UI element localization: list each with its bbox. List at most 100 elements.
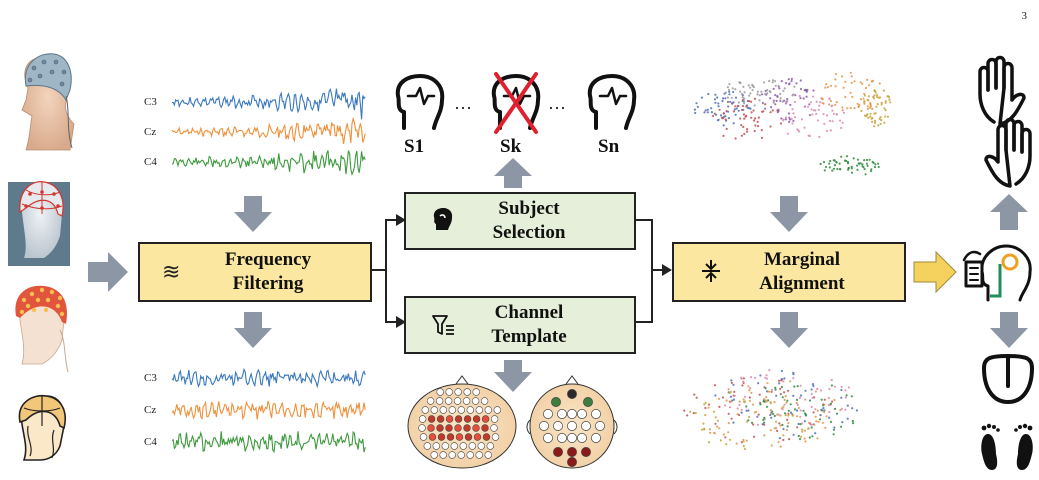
scatter-point [714,93,717,96]
scatter-point [781,423,784,426]
top-channel-label-cz: Cz [144,126,157,138]
scatter-point [835,113,838,116]
electrode-dot [432,442,440,450]
scatter-point [850,165,853,168]
scatter-point [817,119,820,122]
electrode-dot [490,415,499,423]
scatter-point [849,106,852,110]
scatter-point [827,403,831,407]
scatter-point [778,382,781,385]
scatter-point [809,422,812,425]
scatter-point [768,79,771,83]
scatter-point [729,100,732,103]
scatter-point [775,99,778,102]
frequency-filtering-label: Frequency Filtering [225,248,311,296]
scatter-point [828,410,831,414]
scatter-point [831,120,834,123]
up-arrow-to-hands [990,194,1028,230]
scatter-point [817,420,820,423]
scatter-point [743,117,746,120]
bottom-channel-label-c3: C3 [144,372,157,384]
scatter-point [835,101,838,104]
scatter-point [728,83,731,86]
scatter-point [759,403,762,406]
scatter-point [884,109,887,112]
scatter-point [844,389,847,392]
electrode-dot [472,415,481,423]
scatter-point [759,374,762,377]
electrode-dot [445,415,454,423]
scatter-point [846,404,849,407]
scatter-point [868,84,871,87]
scatter-point [883,121,886,124]
bottom-channel-label-cz: Cz [144,404,157,416]
scatter-point [796,426,799,429]
scatter-point [769,125,772,128]
scatter-point [850,75,853,78]
scatter-point [732,110,736,113]
down-arrow-into-filter [234,196,272,232]
scatter-point [869,103,872,107]
scatter-point [792,119,795,122]
scatter-point [716,419,720,422]
scatter-point [707,406,710,409]
scatter-point [840,388,843,392]
scatter-point [884,115,887,118]
scatter-point [783,377,786,380]
scatter-point [828,166,831,169]
scatter-point [779,424,782,427]
scatter-point [771,81,774,84]
scatter-point [822,161,826,164]
scatter-point [812,95,815,98]
subject-selection-line2: Selection [492,222,566,243]
scatter-point [821,102,824,105]
scatter-point [823,411,826,414]
head-profile-icon [432,208,454,238]
scatter-point [869,170,873,173]
scatter-point [816,387,819,390]
scatter-point [784,412,787,415]
tsne-scatter-before [693,71,892,176]
scatter-point [871,80,874,83]
scatter-point [767,390,771,393]
scatter-point [791,108,794,111]
scatter-point [704,406,707,410]
scatter-point [788,116,791,119]
scatter-point [873,166,877,169]
scatter-point [820,389,823,392]
scatter-point [751,89,754,92]
scatter-point [824,86,827,89]
scatter-point [750,111,753,114]
scatter-point [752,109,755,112]
scatter-point [764,103,767,106]
scatter-point [865,114,868,117]
electrode-dot [450,442,458,450]
scatter-point [758,393,761,396]
scatter-point [851,95,854,98]
scatter-point [761,423,764,426]
scatter-point [738,403,741,407]
scatter-point [792,394,795,397]
scatter-point [876,103,879,106]
template-electrode-dot [567,389,577,399]
scatter-point [841,421,844,424]
scatter-point [805,95,808,98]
electrode-dot [436,388,444,396]
eeg-trace-cz-filtered [171,400,366,421]
scatter-point [710,107,713,110]
scatter-point [838,162,841,165]
down-arrow-out-of-alignment [770,312,808,348]
scatter-point [782,380,785,383]
scatter-point [785,116,788,119]
scatter-point [796,385,799,388]
scatter-point [721,117,725,120]
scatter-point [828,119,832,123]
scatter-point [828,162,831,165]
channel-topomap-dense [407,375,517,469]
scatter-point [704,109,707,112]
scatter-point [766,390,769,393]
scatter-point [866,78,869,81]
marginal-alignment-label: Marginal Alignment [759,248,845,296]
scatter-point [743,91,746,94]
scatter-point [802,409,805,412]
